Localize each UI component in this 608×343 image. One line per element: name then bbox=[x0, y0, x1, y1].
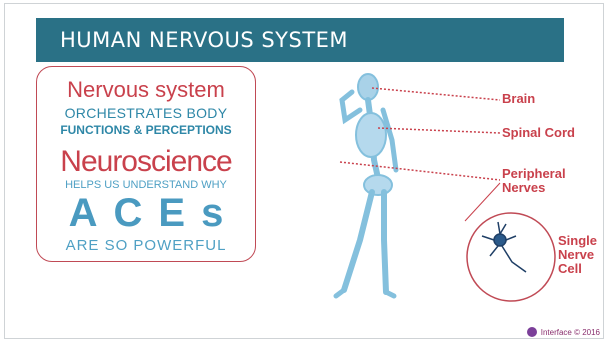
label-brain: Brain bbox=[502, 92, 535, 106]
nerve-cell-leader-line bbox=[465, 183, 500, 221]
label-spinal-cord: Spinal Cord bbox=[502, 126, 575, 140]
label-cell: Cell bbox=[558, 262, 582, 276]
logo-icon bbox=[527, 327, 537, 337]
neuron-icon bbox=[482, 222, 526, 272]
skeleton-icon bbox=[336, 74, 396, 296]
nerve-cell-circle bbox=[467, 213, 555, 301]
brain-pointer-line bbox=[372, 88, 500, 100]
footer-logo-text: Interface © 2016 bbox=[541, 328, 600, 337]
label-single: Single bbox=[558, 234, 597, 248]
spinal-cord-pointer-line bbox=[378, 128, 500, 133]
peripheral-nerves-pointer-line bbox=[340, 162, 500, 180]
label-nerves: Nerves bbox=[502, 181, 545, 195]
label-peripheral: Peripheral bbox=[502, 167, 566, 181]
label-nerve: Nerve bbox=[558, 248, 594, 262]
footer-logo: Interface © 2016 bbox=[527, 327, 600, 337]
